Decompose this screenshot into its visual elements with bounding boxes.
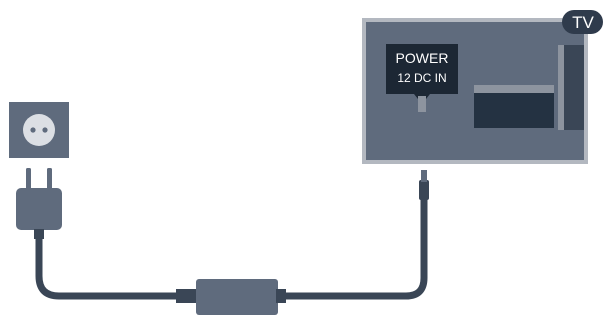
power-port-label-line1: POWER xyxy=(396,50,449,66)
mains-plug xyxy=(16,168,62,239)
dc-cable xyxy=(282,192,428,300)
plug-pin-right xyxy=(47,168,52,190)
power-port-label-box xyxy=(386,44,458,94)
connector-rail xyxy=(474,85,554,93)
plug-pin-left xyxy=(26,168,31,190)
tv-back-panel: POWER 12 DC IN xyxy=(362,18,588,164)
power-adapter xyxy=(176,279,286,315)
dc-plug-body xyxy=(419,180,429,200)
power-port-label-line2: 12 DC IN xyxy=(397,71,446,85)
tv-badge-bg xyxy=(562,10,603,34)
wall-socket-outlet xyxy=(23,114,55,146)
outlet-hole-right xyxy=(42,127,48,133)
plug-body xyxy=(16,188,62,230)
dc-plug-tip xyxy=(421,170,427,182)
plug-neck xyxy=(34,229,44,239)
side-strip-dark xyxy=(564,45,584,130)
outlet-hole-left xyxy=(30,127,36,133)
adapter-neck-left xyxy=(176,289,198,303)
wall-socket xyxy=(9,102,69,158)
adapter-neck-right xyxy=(276,289,286,303)
dc-plug xyxy=(419,170,429,200)
mains-cable xyxy=(35,234,186,300)
tv-badge-label: TV xyxy=(572,13,594,32)
dc-in-port xyxy=(418,96,426,112)
tv-badge: TV xyxy=(562,10,603,34)
side-strip-light xyxy=(558,45,564,130)
adapter-body xyxy=(196,279,278,315)
